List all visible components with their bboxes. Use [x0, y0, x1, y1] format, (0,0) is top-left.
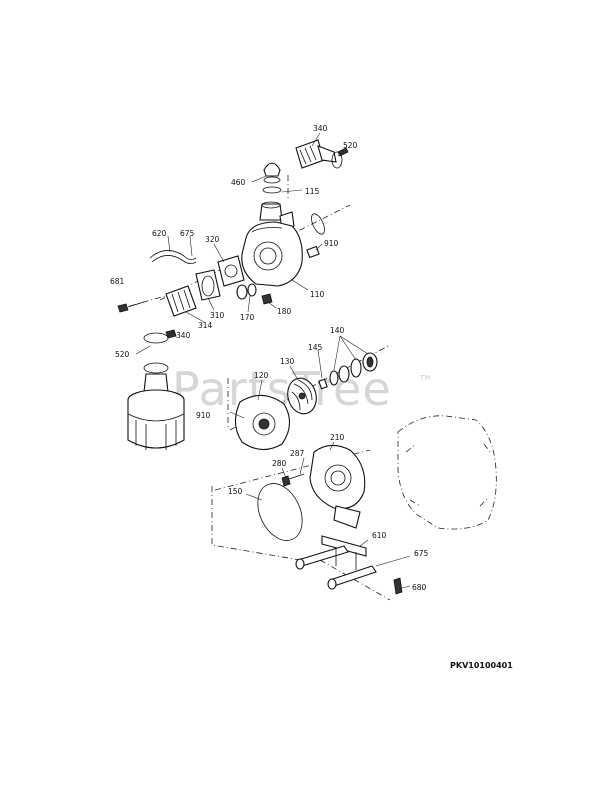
label-310: 310 [210, 311, 225, 320]
washer-170 [236, 284, 248, 300]
label-520-top: 520 [343, 141, 358, 150]
watermark-trademark: TM [419, 374, 430, 382]
suction-strainer [127, 362, 185, 450]
label-675-top: 675 [180, 229, 195, 238]
leader-lines [135, 132, 411, 589]
label-314: 314 [198, 321, 213, 330]
part-labels: 340 520 460 115 620 675 320 910 681 110 … [110, 124, 429, 592]
bearing-bracket [309, 444, 366, 529]
suction-flange [195, 269, 221, 301]
drain-plug [261, 293, 273, 305]
label-680: 680 [412, 583, 427, 592]
label-460: 460 [231, 178, 246, 187]
label-120: 120 [254, 371, 269, 380]
label-287: 287 [290, 449, 305, 458]
label-170: 170 [240, 313, 255, 322]
label-910-lower: 910 [196, 411, 211, 420]
fill-cap [263, 162, 281, 184]
label-180: 180 [277, 307, 292, 316]
label-620: 620 [152, 229, 167, 238]
bolt-681 [117, 295, 166, 313]
label-520-lower: 520 [115, 350, 130, 359]
spacer-block [306, 245, 320, 259]
mechanical-seal [329, 352, 378, 386]
label-210: 210 [330, 433, 345, 442]
label-140: 140 [330, 326, 345, 335]
hose-barb-314 [165, 285, 197, 317]
label-340-top: 340 [313, 124, 328, 133]
engine-outline [397, 415, 497, 530]
label-150: 150 [228, 487, 243, 496]
hose-620 [149, 250, 197, 264]
label-320: 320 [205, 235, 220, 244]
bracket-gasket [257, 483, 303, 541]
label-110: 110 [310, 290, 325, 299]
label-145: 145 [308, 343, 323, 352]
o-ring [262, 186, 282, 194]
label-681: 681 [110, 277, 125, 286]
label-130: 130 [280, 357, 295, 366]
pump-casing [241, 221, 303, 287]
screw-280 [281, 473, 305, 487]
label-280: 280 [272, 459, 287, 468]
nut-170 [247, 283, 257, 297]
label-675-lower: 675 [414, 549, 429, 558]
bolt-680 [393, 577, 403, 595]
shaft-sleeve [318, 378, 328, 390]
label-910: 910 [324, 239, 339, 248]
diagram-reference-code: PKV10100401 [450, 661, 513, 670]
hose-fitting-top [295, 139, 337, 169]
label-115: 115 [305, 187, 320, 196]
label-340-lower: 340 [176, 331, 191, 340]
label-610: 610 [372, 531, 387, 540]
volute-plate [234, 394, 291, 451]
flange-gasket [217, 255, 245, 287]
mounting-frame [295, 535, 377, 590]
hose-clamp-lower [143, 329, 177, 344]
gasket-ring [311, 213, 325, 235]
